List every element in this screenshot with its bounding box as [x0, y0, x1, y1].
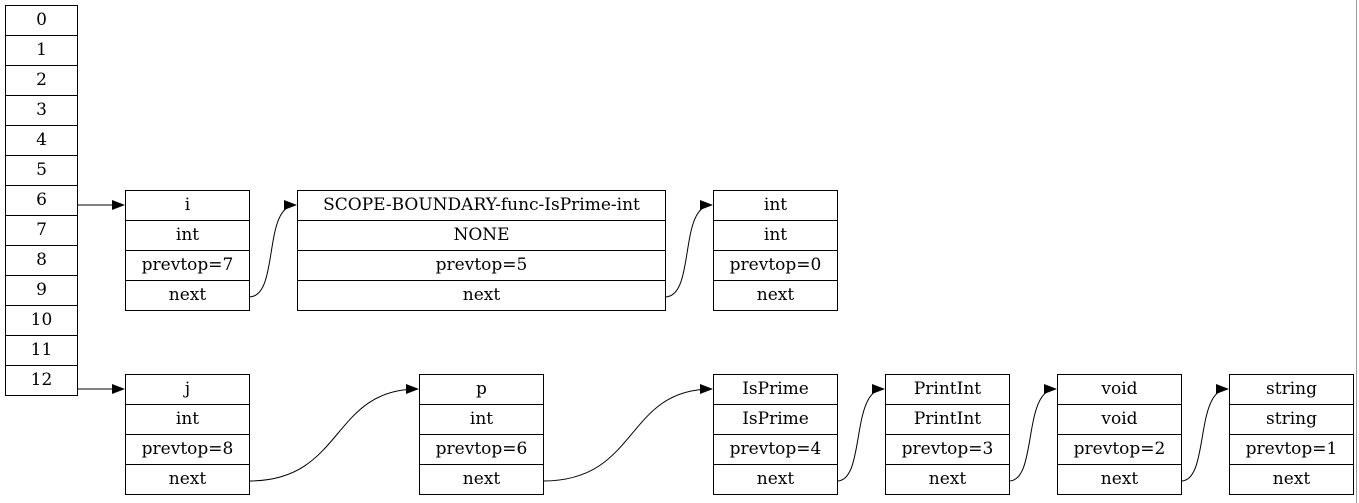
node-prevtop: prevtop=7 [125, 250, 250, 281]
array-cell: 2 [5, 65, 78, 96]
node-scope-boundary: SCOPE-BOUNDARY-func-IsPrime-int NONE pre… [297, 190, 666, 311]
array-cell: 4 [5, 125, 78, 156]
node-type: NONE [297, 220, 666, 251]
array-cell: 3 [5, 95, 78, 126]
node-name: IsPrime [713, 374, 838, 405]
node-name: p [419, 374, 544, 405]
array-cell: 1 [5, 35, 78, 66]
node-next: next [885, 464, 1010, 495]
node-i: i int prevtop=7 next [125, 190, 250, 311]
array-cell: 6 [5, 185, 78, 216]
node-prevtop: prevtop=6 [419, 434, 544, 465]
array-cell: 11 [5, 335, 78, 366]
node-next: next [125, 464, 250, 495]
node-type: PrintInt [885, 404, 1010, 435]
node-next: next [713, 464, 838, 495]
edge-j-to-p [248, 384, 419, 482]
edge-void-to-string [1180, 384, 1229, 482]
node-p: p int prevtop=6 next [419, 374, 544, 495]
node-next: next [1229, 464, 1354, 495]
node-name: j [125, 374, 250, 405]
node-name: string [1229, 374, 1354, 405]
node-type: int [125, 404, 250, 435]
edge-i-to-scope [248, 200, 297, 298]
node-isprime: IsPrime IsPrime prevtop=4 next [713, 374, 838, 495]
edge-printint-to-void [1008, 384, 1057, 482]
node-next: next [125, 280, 250, 311]
node-name: SCOPE-BOUNDARY-func-IsPrime-int [297, 190, 666, 221]
node-j: j int prevtop=8 next [125, 374, 250, 495]
array-cell: 12 [5, 365, 78, 396]
node-name: i [125, 190, 250, 221]
array-cell: 0 [5, 5, 78, 36]
node-next: next [1057, 464, 1182, 495]
node-type: IsPrime [713, 404, 838, 435]
array-cell: 9 [5, 275, 78, 306]
node-int: int int prevtop=0 next [713, 190, 838, 311]
node-void: void void prevtop=2 next [1057, 374, 1182, 495]
node-next: next [297, 280, 666, 311]
array-cell: 8 [5, 245, 78, 276]
node-name: PrintInt [885, 374, 1010, 405]
edge-isprime-to-printint [836, 384, 885, 482]
node-name: int [713, 190, 838, 221]
array-cell: 5 [5, 155, 78, 186]
node-next: next [713, 280, 838, 311]
node-string: string string prevtop=1 next [1229, 374, 1354, 495]
node-prevtop: prevtop=4 [713, 434, 838, 465]
node-next: next [419, 464, 544, 495]
node-prevtop: prevtop=5 [297, 250, 666, 281]
node-type: int [419, 404, 544, 435]
node-prevtop: prevtop=8 [125, 434, 250, 465]
edge-p-to-isprime [542, 384, 713, 482]
node-prevtop: prevtop=2 [1057, 434, 1182, 465]
node-prevtop: prevtop=0 [713, 250, 838, 281]
hash-array: 0 1 2 3 4 5 6 7 8 9 10 11 12 [5, 5, 78, 396]
node-type: string [1229, 404, 1354, 435]
node-prevtop: prevtop=1 [1229, 434, 1354, 465]
node-type: int [125, 220, 250, 251]
node-type: void [1057, 404, 1182, 435]
node-type: int [713, 220, 838, 251]
array-cell: 7 [5, 215, 78, 246]
node-printint: PrintInt PrintInt prevtop=3 next [885, 374, 1010, 495]
window-edge-divider [1356, 0, 1357, 503]
node-name: void [1057, 374, 1182, 405]
array-cell: 10 [5, 305, 78, 336]
edge-scope-to-int [664, 200, 713, 298]
node-prevtop: prevtop=3 [885, 434, 1010, 465]
